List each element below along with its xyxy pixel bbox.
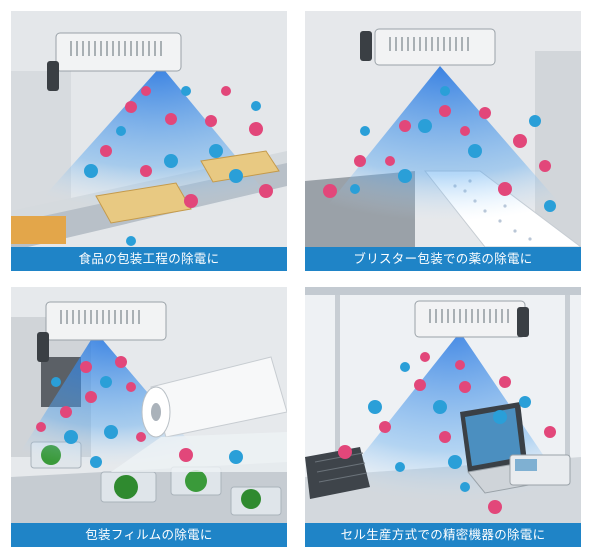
- workstation-frame: [305, 287, 581, 295]
- blister-packaging-illustration: [305, 11, 581, 271]
- food-packaging-illustration: [11, 11, 287, 271]
- panel-caption: 食品の包装工程の除電に: [11, 247, 287, 271]
- ion-particles: [84, 86, 273, 246]
- ion-field: [315, 66, 575, 221]
- food-tray: [200, 150, 280, 183]
- panel-blister-packaging: ブリスター包装での薬の除電に: [305, 11, 581, 271]
- panel-packaging-film: 包装フィルムの除電に: [11, 287, 287, 547]
- panel-food-packaging: 食品の包装工程の除電に: [11, 11, 287, 271]
- ionizer-unit: [374, 28, 496, 66]
- ion-particles: [338, 352, 556, 514]
- packaging-film-illustration: [11, 287, 287, 547]
- food-tray: [95, 182, 192, 224]
- ion-particles: [323, 86, 556, 212]
- ionizer-unit: [45, 301, 167, 341]
- parts-tray: [305, 447, 370, 499]
- panel-cell-production: セル生産方式での精密機器の除電に: [305, 287, 581, 547]
- panel-caption: ブリスター包装での薬の除電に: [305, 247, 581, 271]
- food-tray: [11, 216, 66, 244]
- ion-particles: [36, 356, 243, 468]
- film-roll: [111, 356, 287, 472]
- panel-caption: セル生産方式での精密機器の除電に: [305, 523, 581, 547]
- cell-production-illustration: [305, 287, 581, 547]
- panel-caption: 包装フィルムの除電に: [11, 523, 287, 547]
